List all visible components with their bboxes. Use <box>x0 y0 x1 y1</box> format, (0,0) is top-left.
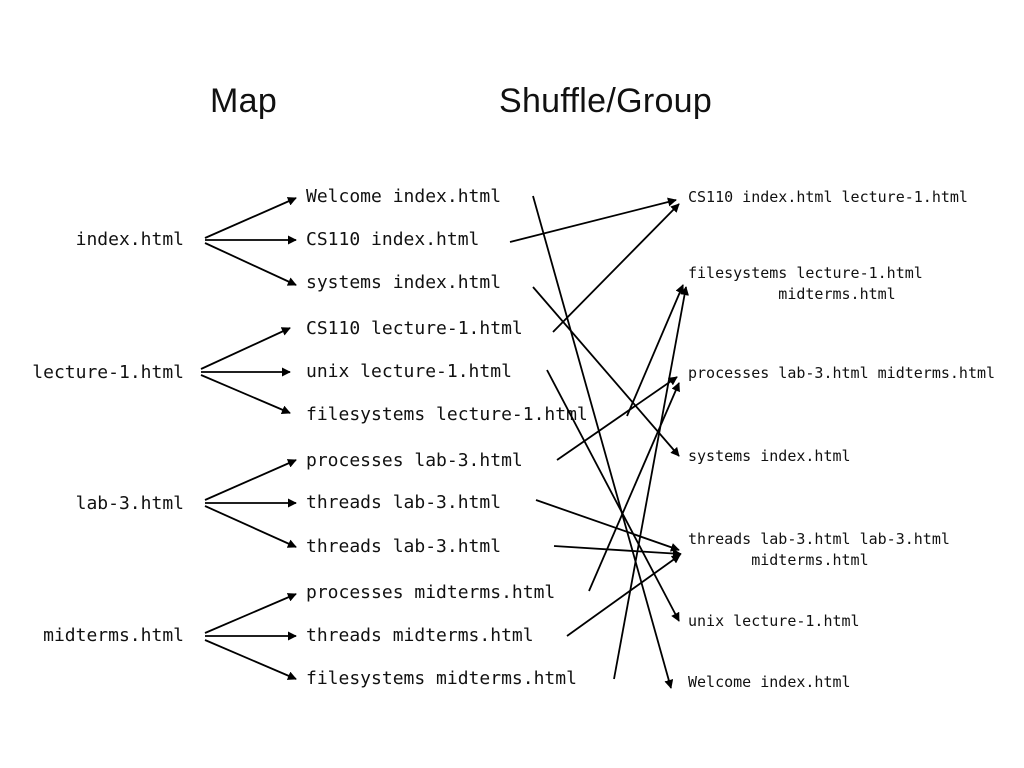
group-label: filesystems lecture-1.html midterms.html <box>688 264 923 303</box>
map-arrow <box>204 459 297 501</box>
group-label: Welcome index.html <box>688 673 851 691</box>
map-output-label: filesystems midterms.html <box>306 668 577 689</box>
shuffle-arrow <box>532 286 680 457</box>
group-label: systems index.html <box>688 447 851 465</box>
map-arrow <box>204 593 297 634</box>
map-output-label: systems index.html <box>306 272 502 293</box>
map-output-label: threads lab-3.html <box>306 492 502 513</box>
map-output-label: processes midterms.html <box>306 582 556 603</box>
group-label: CS110 index.html lecture-1.html <box>688 188 968 206</box>
group-label: unix lecture-1.html <box>688 612 860 630</box>
group-label: threads lab-3.html lab-3.html midterms.h… <box>688 530 950 569</box>
shuffle-arrow <box>509 197 677 243</box>
shuffle-arrow <box>613 286 689 680</box>
map-output-label: CS110 index.html <box>306 229 480 250</box>
input-file-label: midterms.html <box>43 625 184 646</box>
heading-shuffle-group: Shuffle/Group <box>499 82 713 120</box>
map-output-label: unix lecture-1.html <box>306 361 512 382</box>
shuffle-arrow <box>546 369 680 622</box>
map-output-label: threads lab-3.html <box>306 536 502 557</box>
map-output-label: threads midterms.html <box>306 625 534 646</box>
map-arrow <box>200 327 291 370</box>
heading-map: Map <box>210 82 278 120</box>
shuffle-arrow <box>532 195 674 689</box>
map-arrow <box>204 242 297 286</box>
input-file-label: lecture-1.html <box>32 362 184 383</box>
map-output-label: processes lab-3.html <box>306 450 523 471</box>
group-label: processes lab-3.html midterms.html <box>688 364 996 382</box>
input-file-label: lab-3.html <box>75 493 184 514</box>
map-arrow <box>200 374 291 414</box>
shuffle-arrow <box>588 382 680 592</box>
input-file-label: index.html <box>75 229 184 250</box>
map-output-label: Welcome index.html <box>306 186 502 207</box>
shuffle-arrow <box>552 203 680 333</box>
map-output-label: CS110 lecture-1.html <box>306 318 523 339</box>
map-output-label: filesystems lecture-1.html <box>306 404 588 425</box>
map-arrow <box>204 639 297 680</box>
map-arrow <box>204 505 297 548</box>
shuffle-arrow <box>556 376 678 461</box>
map-arrow <box>204 197 297 239</box>
shuffle-arrow <box>553 545 682 558</box>
shuffle-arrow <box>626 284 684 417</box>
shuffle-arrow <box>535 499 680 552</box>
shuffle-arrow <box>566 554 681 637</box>
